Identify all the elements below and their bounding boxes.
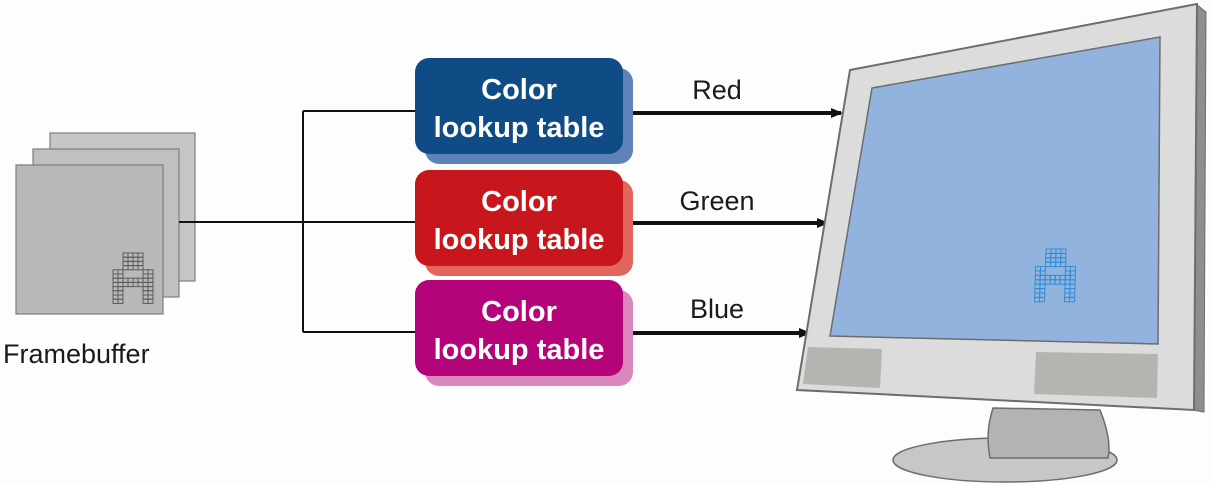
output-arrows <box>633 108 843 338</box>
glyph-pixel <box>1060 261 1067 268</box>
lut-green-box <box>415 170 623 266</box>
lut-blue: Color lookup table <box>415 280 633 386</box>
channel-label-green: Green <box>679 186 754 216</box>
monitor-stand-neck <box>987 407 1110 459</box>
lut-blue-title-line1: Color <box>481 296 557 328</box>
screen-pixel-glyph <box>1034 248 1076 303</box>
framebuffer-label: Framebuffer <box>3 339 150 369</box>
glyph-pixel <box>147 298 154 304</box>
connector-lines <box>179 110 417 333</box>
framebuffer <box>15 132 196 315</box>
framebuffer-pixel-glyph <box>112 252 154 304</box>
lut-blue-box <box>415 280 623 376</box>
glyph-pixel <box>1039 296 1046 303</box>
monitor <box>795 2 1207 483</box>
lut-green-title-line2: lookup table <box>434 224 605 256</box>
monitor-speaker-left <box>803 347 882 388</box>
lut-red-title-line1: Color <box>481 74 557 106</box>
monitor-screen <box>829 36 1161 345</box>
glyph-pixel <box>137 265 144 271</box>
glyph-pixel <box>1069 296 1076 303</box>
channel-label-blue: Blue <box>690 294 744 324</box>
lut-red-box <box>415 58 623 154</box>
lut-blue-title-line2: lookup table <box>434 334 605 366</box>
monitor-speaker-right <box>1034 352 1158 398</box>
lut-red: Color lookup table <box>415 58 633 164</box>
glyph-pixel <box>117 298 124 304</box>
framebuffer-layer-front <box>15 164 164 315</box>
channel-label-red: Red <box>692 75 742 105</box>
lut-green: Color lookup table <box>415 170 633 276</box>
lut-red-title-line2: lookup table <box>434 112 605 144</box>
lut-green-title-line1: Color <box>481 186 557 218</box>
